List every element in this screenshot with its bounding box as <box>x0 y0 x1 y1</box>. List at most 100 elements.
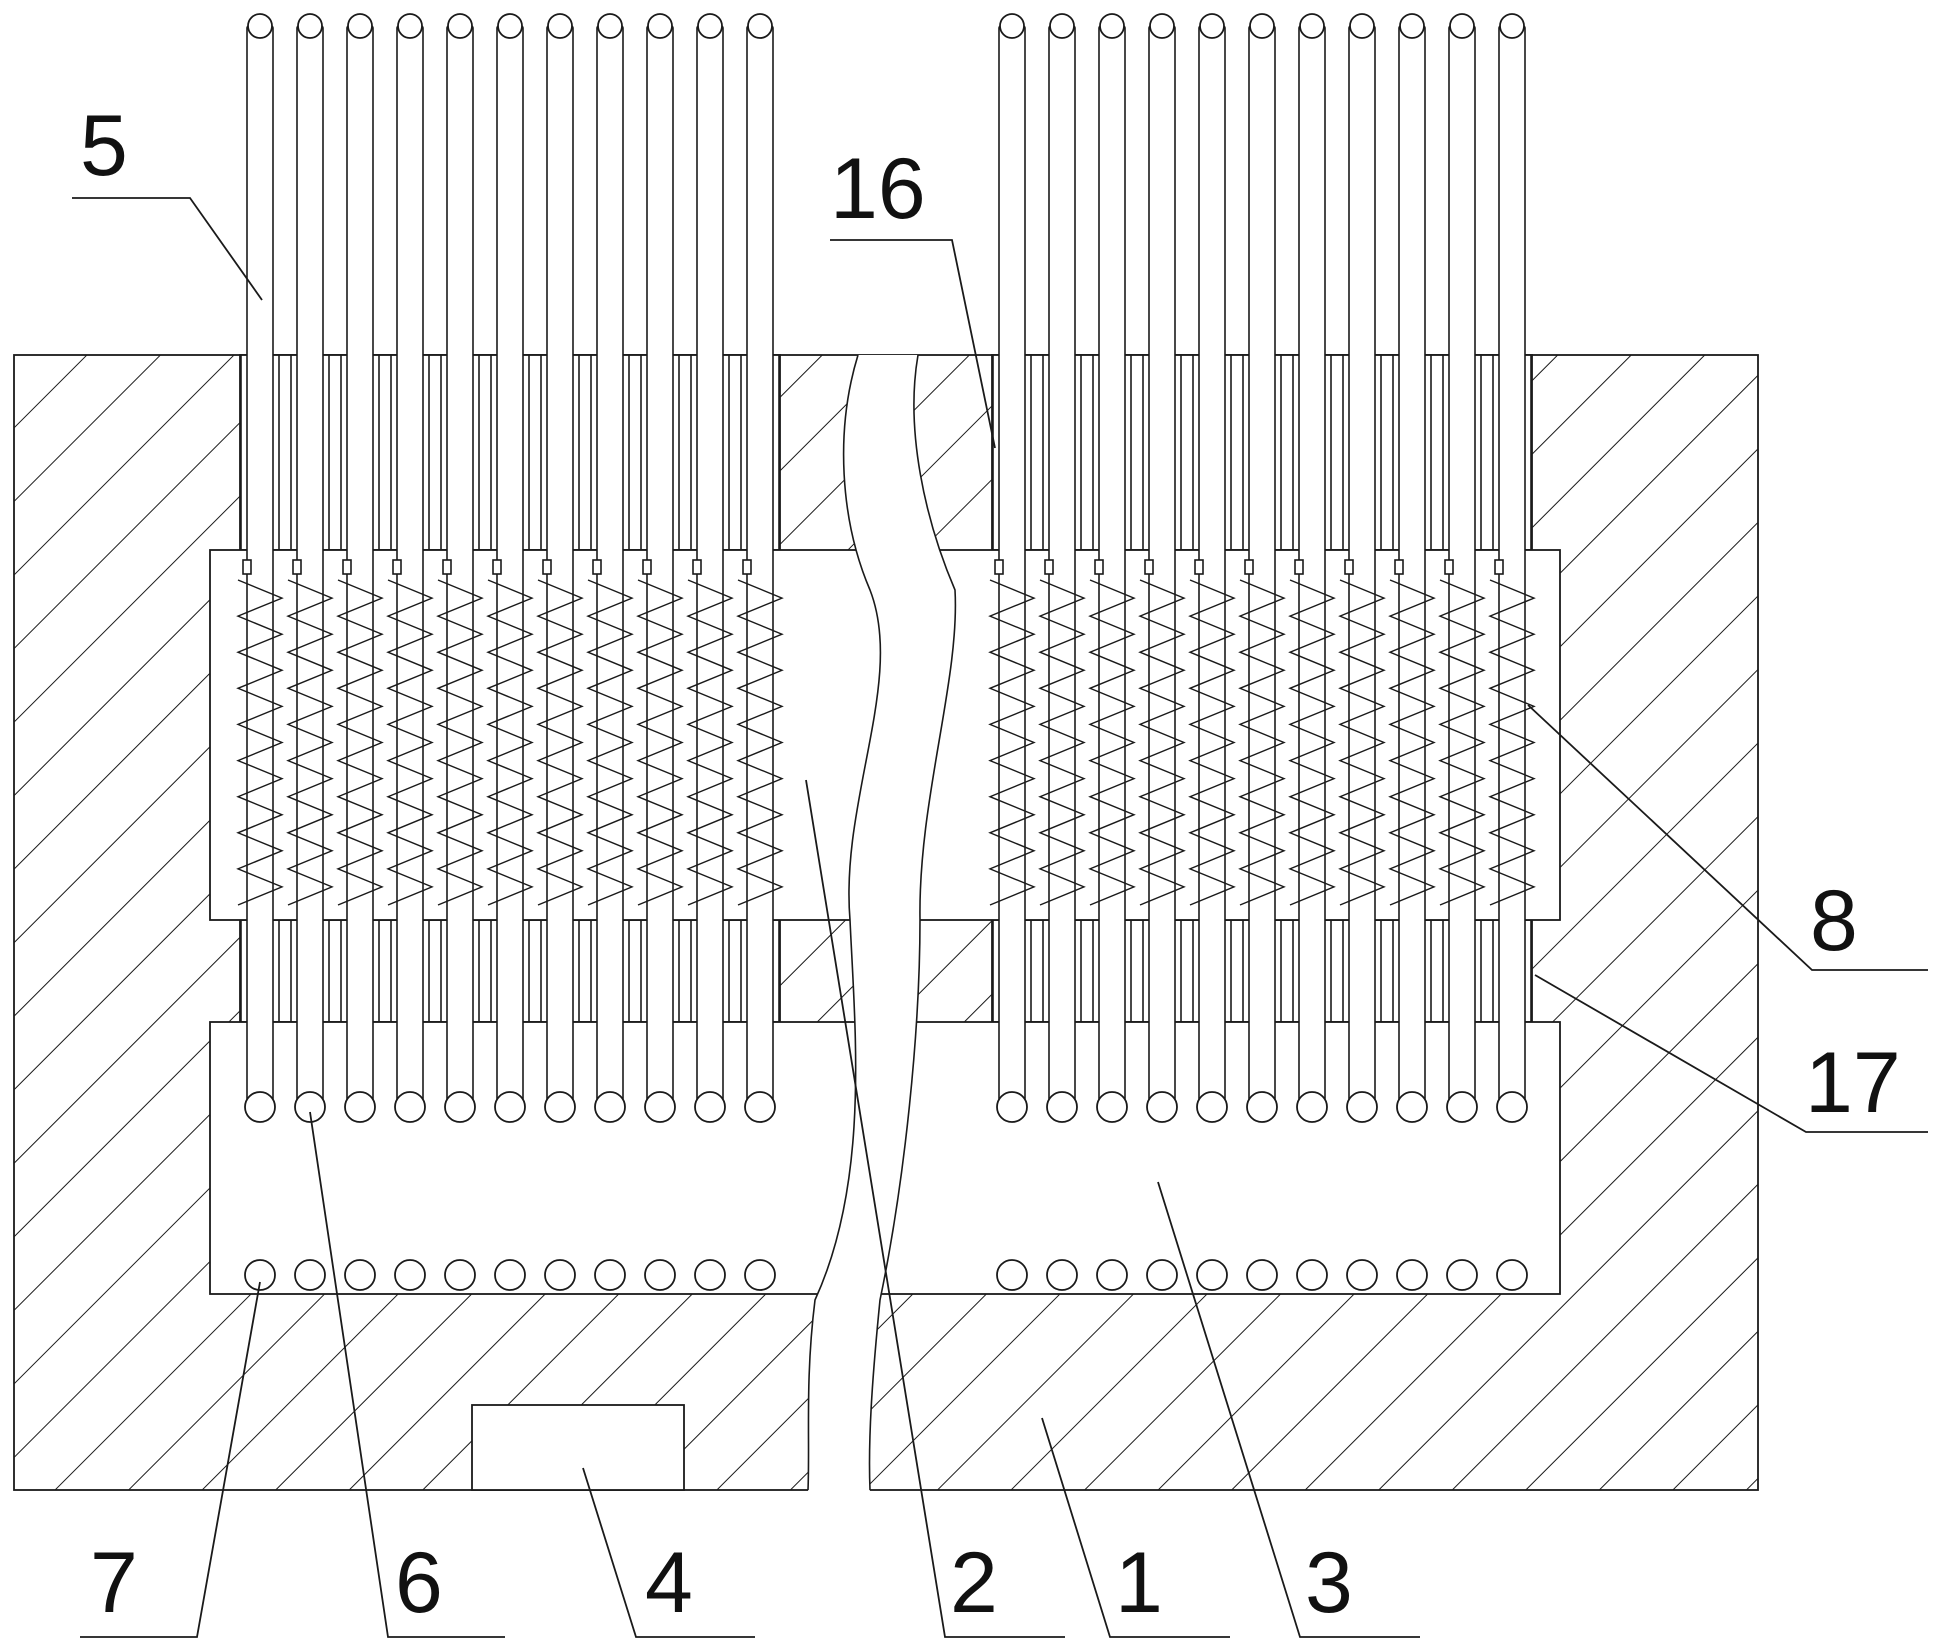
leader-8 <box>1527 704 1928 971</box>
sensor-block <box>471 1404 685 1491</box>
rod-top-end <box>447 13 473 39</box>
break-line-right <box>868 354 957 1491</box>
leader-4 <box>582 1467 755 1638</box>
upper-ball <box>1146 1091 1178 1123</box>
callout-2: 2 <box>950 1535 998 1631</box>
leader-17 <box>1534 974 1928 1133</box>
spring-coil <box>1038 579 1086 906</box>
lower-ball <box>1046 1259 1078 1291</box>
spring-coil <box>236 579 284 906</box>
rod-collar <box>1394 559 1404 575</box>
rod-collar <box>1144 559 1154 575</box>
upper-ball <box>594 1091 626 1123</box>
lower-ball <box>1446 1259 1478 1291</box>
lower-ball <box>494 1259 526 1291</box>
lower-ball <box>694 1259 726 1291</box>
upper-ball <box>1446 1091 1478 1123</box>
spring-coil <box>486 579 534 906</box>
rod-top-end <box>1299 13 1325 39</box>
lower-ball <box>544 1259 576 1291</box>
spring-coil <box>636 579 684 906</box>
spring-coil <box>586 579 634 906</box>
spring-coil <box>736 579 784 906</box>
upper-ball <box>1346 1091 1378 1123</box>
upper-ball <box>1496 1091 1528 1123</box>
lower-ball <box>1096 1259 1128 1291</box>
rod-collar <box>1194 559 1204 575</box>
rod-top-end <box>697 13 723 39</box>
lower-ball <box>1246 1259 1278 1291</box>
rod-collar <box>742 559 752 575</box>
rod-top-end <box>1499 13 1525 39</box>
callout-5: 5 <box>80 98 128 194</box>
rod-top-end <box>1049 13 1075 39</box>
lower-ball <box>1196 1259 1228 1291</box>
rod-collar <box>1294 559 1304 575</box>
upper-ball <box>1046 1091 1078 1123</box>
rod-collar <box>592 559 602 575</box>
rod-top-end <box>397 13 423 39</box>
spring-coil <box>536 579 584 906</box>
spring-coil <box>1188 579 1236 906</box>
upper-ball <box>744 1091 776 1123</box>
rod-collar <box>442 559 452 575</box>
return-springs <box>236 579 1536 906</box>
rod-collar <box>342 559 352 575</box>
callout-16: 16 <box>830 141 926 237</box>
spring-coil <box>1388 579 1436 906</box>
rod-top-end <box>647 13 673 39</box>
upper-ball <box>1396 1091 1428 1123</box>
callout-17: 17 <box>1805 1035 1901 1131</box>
leader-7 <box>80 1281 261 1638</box>
spring-coil <box>1138 579 1186 906</box>
rod-top-end <box>1449 13 1475 39</box>
rod-top-end <box>1099 13 1125 39</box>
rod-top-end <box>1199 13 1225 39</box>
spring-coil <box>286 579 334 906</box>
rod-top-end <box>547 13 573 39</box>
rod-top-end <box>999 13 1025 39</box>
upper-ball <box>996 1091 1028 1123</box>
leader-16 <box>830 239 996 449</box>
rod-top-end <box>1149 13 1175 39</box>
leader-6 <box>309 1111 505 1638</box>
rod-collar <box>392 559 402 575</box>
rod-top-end <box>1399 13 1425 39</box>
rod-collar <box>242 559 252 575</box>
leader-1 <box>1041 1417 1230 1638</box>
spring-coil <box>1288 579 1336 906</box>
rod-collar <box>1344 559 1354 575</box>
upper-ball <box>394 1091 426 1123</box>
spring-coil <box>436 579 484 906</box>
rod-collar <box>1044 559 1054 575</box>
rod-top-end <box>297 13 323 39</box>
callout-7: 7 <box>90 1535 138 1631</box>
lower-ball <box>294 1259 326 1291</box>
rod-collar <box>692 559 702 575</box>
upper-ball <box>294 1091 326 1123</box>
spring-coil <box>988 579 1036 906</box>
rod-collar <box>1094 559 1104 575</box>
callout-6: 6 <box>395 1535 443 1631</box>
upper-ball <box>244 1091 276 1123</box>
callout-4: 4 <box>645 1535 693 1631</box>
spring-coil <box>1338 579 1386 906</box>
spring-coil <box>1438 579 1486 906</box>
lower-ball <box>1496 1259 1528 1291</box>
rod-top-end <box>497 13 523 39</box>
break-gap <box>808 355 956 1495</box>
upper-ball <box>1196 1091 1228 1123</box>
lower-ball <box>1146 1259 1178 1291</box>
rod-collar <box>1444 559 1454 575</box>
contact-balls <box>244 1091 1528 1291</box>
upper-ball <box>1096 1091 1128 1123</box>
leader-5 <box>72 197 263 301</box>
rod-top-end <box>1349 13 1375 39</box>
leader-3 <box>1157 1181 1420 1638</box>
upper-ball <box>444 1091 476 1123</box>
lower-ball <box>644 1259 676 1291</box>
upper-ball <box>1246 1091 1278 1123</box>
lower-ball <box>594 1259 626 1291</box>
lower-ball <box>244 1259 276 1291</box>
